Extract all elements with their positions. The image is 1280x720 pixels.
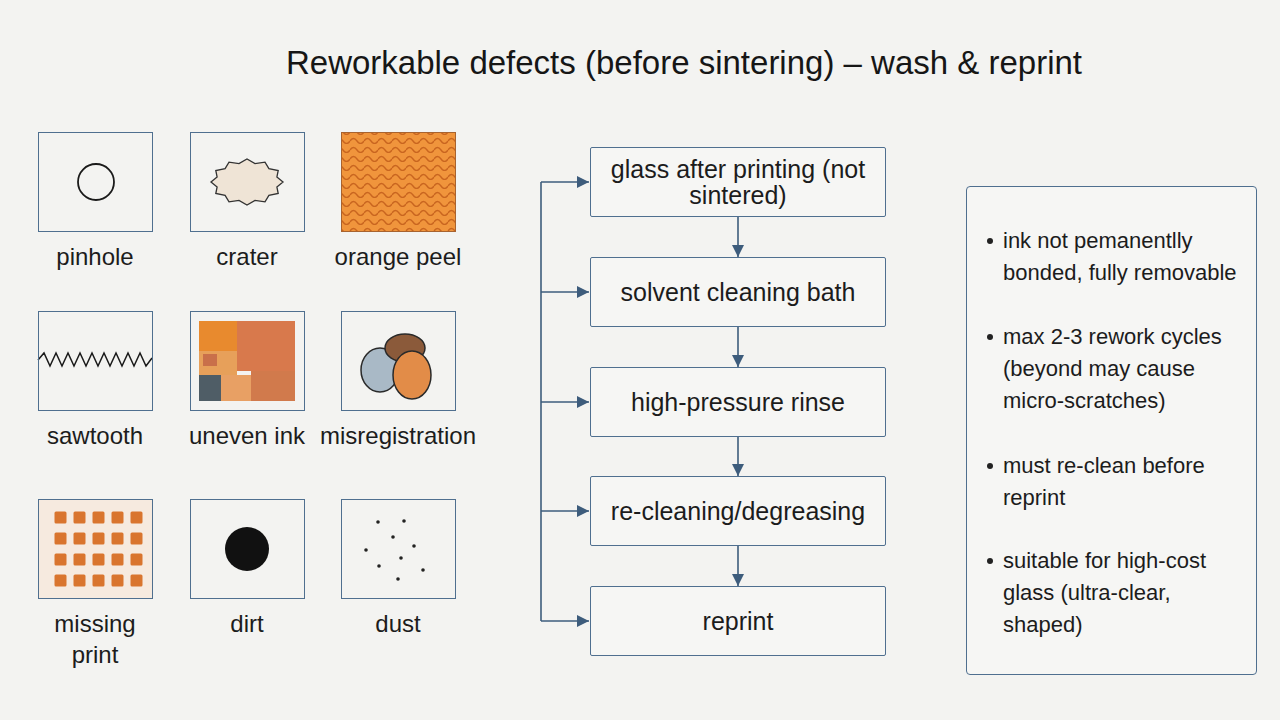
feed-arrow — [541, 181, 589, 183]
notes-box: ink not pemanentlly bonded, fully remova… — [966, 186, 1257, 675]
defect-label: orange peel — [298, 241, 498, 272]
feed-arrow — [541, 620, 589, 622]
step-label: re-cleaning/degreasing — [611, 498, 865, 524]
print-dots — [56, 513, 141, 585]
defect-label: dust — [298, 608, 498, 639]
defect-tile: dust — [341, 499, 456, 599]
step-label: solvent cleaning bath — [621, 279, 856, 305]
flow-arrow — [737, 327, 739, 367]
defect-label: missing print — [30, 608, 160, 670]
dust-dot — [402, 519, 406, 523]
dirt-icon — [225, 527, 269, 571]
defect-label: misregistration — [298, 420, 498, 451]
dust-dot — [376, 520, 380, 524]
missing-print-fill — [38, 499, 153, 599]
feed-arrow — [541, 401, 589, 403]
bullet-dot — [987, 463, 993, 469]
defect-tile: crater — [190, 132, 305, 232]
dust-dot — [364, 548, 368, 552]
process-box: glass after printing (not sintered) — [590, 147, 886, 217]
defect-tile: uneven ink — [190, 311, 305, 411]
bullet-dot — [987, 558, 993, 564]
note-text: suitable for high-cost glass (ultra-clea… — [1003, 545, 1243, 641]
ink-patch — [221, 375, 251, 401]
bullet-dot — [987, 238, 993, 244]
sawtooth-icon — [38, 353, 152, 366]
pinhole-icon — [78, 164, 114, 200]
defect-tile: pinhole — [38, 132, 153, 232]
step-label: glass after printing (not sintered) — [601, 156, 875, 208]
dust-dot — [399, 556, 403, 560]
ink-patch — [199, 375, 221, 401]
dust-dot — [391, 535, 395, 539]
defect-label: uneven ink — [147, 420, 347, 451]
defect-tile: dirt — [190, 499, 305, 599]
defect-tile: missing print — [38, 499, 153, 599]
flow-arrow — [737, 437, 739, 476]
flow-arrow — [737, 217, 739, 257]
defect-label: crater — [147, 241, 347, 272]
crater-icon — [211, 159, 283, 205]
flow-arrow — [737, 546, 739, 586]
defect-tile: sawtooth — [38, 311, 153, 411]
diagram-title: Reworkable defects (before sintering) – … — [0, 43, 1280, 83]
ink-patch — [203, 354, 217, 366]
ink-patch — [251, 371, 295, 401]
orange-peel-fill — [341, 132, 456, 232]
defect-label: pinhole — [0, 241, 195, 272]
dust-dot — [396, 577, 400, 581]
dust-dot — [412, 544, 416, 548]
defect-label: dirt — [147, 608, 347, 639]
defect-label: sawtooth — [0, 420, 195, 451]
color-layer — [393, 351, 431, 399]
note-text: must re-clean before reprint — [1003, 450, 1243, 514]
dust-dot — [377, 564, 381, 568]
orange-peel-texture — [341, 132, 456, 232]
step-label: reprint — [703, 608, 774, 634]
ink-patch — [237, 321, 295, 371]
process-box: re-cleaning/degreasing — [590, 476, 886, 546]
process-box: high-pressure rinse — [590, 367, 886, 437]
feed-arrow — [541, 291, 589, 293]
feed-arrow — [541, 510, 589, 512]
ink-patch — [199, 321, 237, 351]
defect-tile: misregistration — [341, 311, 456, 411]
defect-tile: orange peel — [341, 132, 456, 232]
process-box: solvent cleaning bath — [590, 257, 886, 327]
note-text: max 2-3 rework cycles (beyond may cause … — [1003, 321, 1243, 417]
step-label: high-pressure rinse — [631, 389, 845, 415]
bullet-dot — [987, 334, 993, 340]
dust-dot — [421, 568, 425, 572]
ink-patch — [199, 351, 237, 375]
process-box: reprint — [590, 586, 886, 656]
note-text: ink not pemanentlly bonded, fully remova… — [1003, 225, 1243, 289]
